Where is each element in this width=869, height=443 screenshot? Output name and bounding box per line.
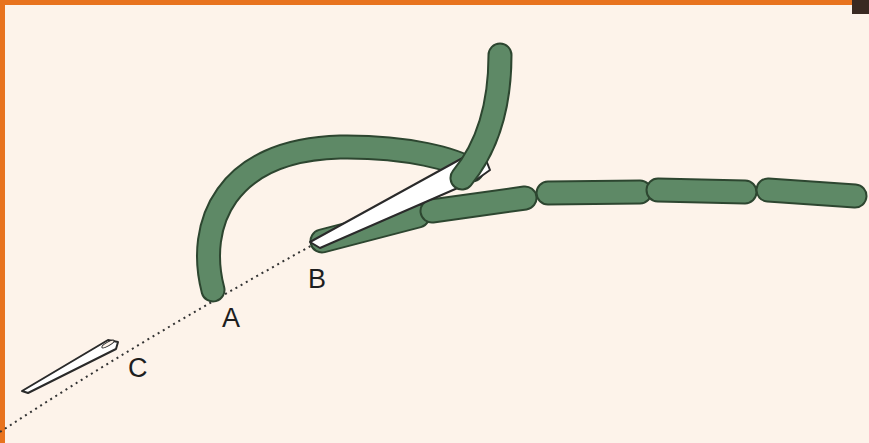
corner-mark	[852, 0, 869, 14]
point-label: A	[222, 305, 240, 332]
top-border	[0, 0, 869, 5]
left-border	[0, 0, 5, 443]
thread-tail	[462, 55, 500, 178]
needle-c	[22, 339, 118, 393]
point-label: B	[308, 266, 326, 293]
point-label: C	[128, 355, 148, 382]
thread-loop	[209, 147, 472, 290]
stitch-line	[0, 242, 318, 432]
